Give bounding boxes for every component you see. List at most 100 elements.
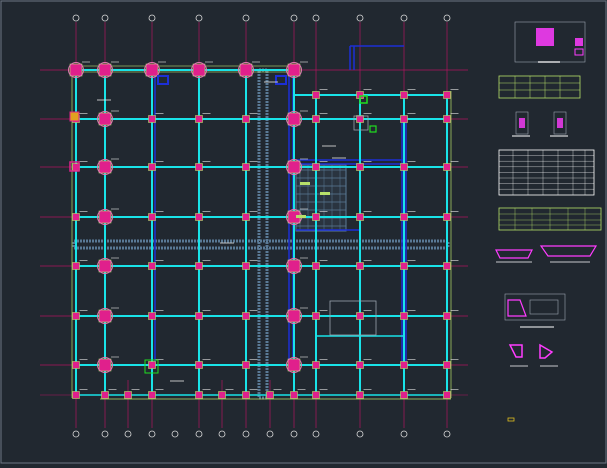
column-marker	[356, 391, 364, 399]
column-marker	[400, 115, 408, 123]
column-marker	[400, 213, 408, 221]
axis-bubble	[101, 430, 109, 438]
column-marker	[287, 358, 301, 372]
axis-bubble	[443, 14, 451, 22]
axis-bubble	[356, 14, 364, 22]
axis-bubble	[148, 14, 156, 22]
joint-section	[539, 343, 554, 359]
column-marker	[242, 391, 250, 399]
beam-section	[495, 249, 533, 259]
section-fill	[519, 118, 525, 128]
column-marker	[195, 115, 203, 123]
axis-bubble	[266, 430, 274, 438]
green-mark	[369, 125, 377, 133]
column-marker	[69, 63, 83, 77]
opening-box	[275, 75, 287, 85]
column-marker	[242, 361, 250, 369]
axis-bubble	[356, 430, 364, 438]
column-ring	[97, 209, 113, 225]
foundation-section	[507, 299, 527, 317]
column-marker	[98, 309, 112, 323]
beam-lines	[71, 65, 452, 400]
column-marker	[312, 312, 320, 320]
column-marker	[242, 312, 250, 320]
column-marker	[443, 361, 451, 369]
column-marker	[356, 213, 364, 221]
column-ring	[97, 258, 113, 274]
column-marker	[400, 391, 408, 399]
column-marker	[148, 262, 156, 270]
axis-bubble	[312, 430, 320, 438]
column-marker	[72, 213, 80, 221]
axis-bubble	[312, 14, 320, 22]
column-ring	[286, 357, 302, 373]
beam-section	[539, 245, 598, 257]
column-marker	[145, 63, 159, 77]
axis-bubble	[290, 430, 298, 438]
stair-label-bar	[320, 192, 330, 195]
column-marker	[148, 115, 156, 123]
column-marker	[98, 358, 112, 372]
column-marker	[72, 312, 80, 320]
column-ring	[286, 159, 302, 175]
column-ring	[97, 111, 113, 127]
column-ring	[286, 62, 302, 78]
column-marker	[98, 63, 112, 77]
column-marker	[443, 115, 451, 123]
column-marker	[312, 213, 320, 221]
small-mark	[507, 417, 515, 422]
section-detail	[504, 293, 566, 321]
green-mark	[359, 95, 368, 104]
column-marker	[148, 391, 156, 399]
column-marker	[242, 262, 250, 270]
column-marker	[195, 163, 203, 171]
column-marker	[400, 91, 408, 99]
stair-label-bar	[300, 182, 310, 185]
column-marker	[242, 115, 250, 123]
section-detail	[515, 111, 529, 135]
column-marker	[148, 213, 156, 221]
column-marker	[443, 163, 451, 171]
stair-block	[295, 164, 347, 232]
column-marker	[218, 391, 226, 399]
detail-outline	[353, 115, 369, 131]
stair-label-bar	[296, 215, 306, 218]
column-ring	[191, 62, 207, 78]
joint-section	[508, 344, 523, 358]
column-marker	[148, 163, 156, 171]
column-ring	[97, 308, 113, 324]
column-marker	[124, 391, 132, 399]
axis-bubble	[242, 430, 250, 438]
column-marker	[242, 213, 250, 221]
column-marker	[443, 391, 451, 399]
column-marker	[98, 259, 112, 273]
plan-annotations	[69, 75, 377, 382]
column-ring	[238, 62, 254, 78]
column-marker	[287, 160, 301, 174]
section-fill	[557, 118, 563, 128]
column-ring	[68, 62, 84, 78]
column-ring	[286, 258, 302, 274]
axis-bubble	[171, 430, 179, 438]
column-ring	[97, 62, 113, 78]
column-marker	[356, 115, 364, 123]
column-marker	[72, 262, 80, 270]
column-marker	[356, 312, 364, 320]
column-section-fill	[574, 48, 584, 56]
column-marker	[195, 391, 203, 399]
column-marker	[239, 63, 253, 77]
column-ring	[286, 111, 302, 127]
column-marker	[443, 213, 451, 221]
column-marker	[312, 115, 320, 123]
axis-bubble	[443, 430, 451, 438]
axis-bubble	[290, 14, 298, 22]
axis-bubble	[148, 430, 156, 438]
column-marker	[98, 210, 112, 224]
column-marker	[312, 262, 320, 270]
column-ring	[286, 308, 302, 324]
column-section-fill	[536, 28, 554, 46]
detail-outline	[329, 300, 377, 336]
